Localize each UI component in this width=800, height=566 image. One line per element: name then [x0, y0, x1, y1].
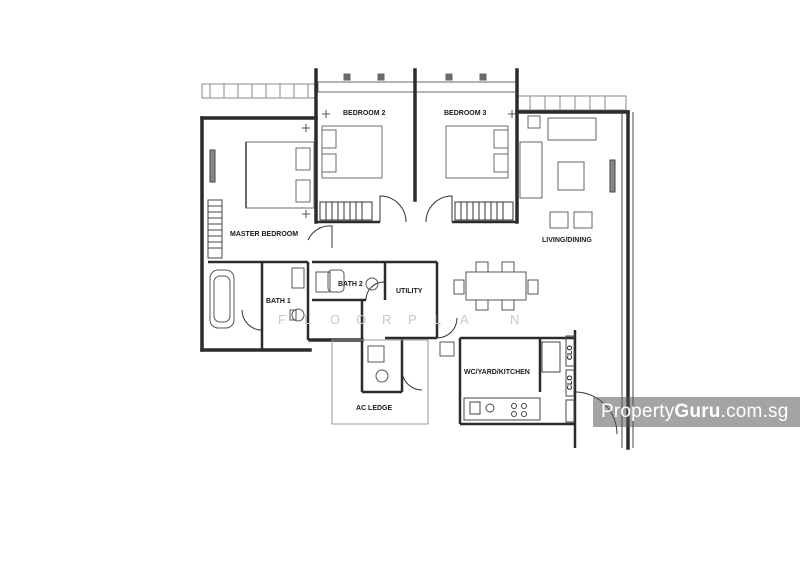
bedroom-3-wardrobe	[454, 201, 514, 221]
faint-letter: L	[304, 312, 311, 327]
room-label-living-dining: LIVING/DINING	[542, 237, 592, 244]
faint-letter: N	[510, 312, 519, 327]
bedroom-3-bed	[445, 125, 509, 179]
interior-walls	[208, 220, 577, 448]
bay-window-top	[317, 73, 517, 93]
watermark-part2: Guru	[674, 401, 721, 422]
living-furniture	[519, 115, 597, 229]
balcony-top-left	[201, 83, 318, 99]
room-label-bedroom-2: BEDROOM 2	[343, 110, 386, 117]
room-label-bath-2: BATH 2	[338, 281, 363, 288]
master-bed	[245, 141, 315, 209]
faint-letter: F	[278, 312, 286, 327]
room-label-clo-1: CLO	[567, 345, 574, 360]
faint-letter: L	[434, 312, 441, 327]
kitchen-fixtures	[463, 335, 575, 423]
faint-letter: P	[408, 312, 417, 327]
faint-letter: A	[460, 312, 469, 327]
bath-1-fixtures	[209, 267, 305, 329]
room-label-wc-yard-kitchen: WC/YARD/KITCHEN	[464, 369, 530, 376]
room-label-bedroom-3: BEDROOM 3	[444, 110, 487, 117]
dining-table	[453, 261, 539, 311]
master-wardrobe	[207, 199, 223, 259]
balcony-top-right	[517, 95, 627, 111]
doors	[241, 195, 618, 435]
room-label-ac-ledge: AC LEDGE	[356, 405, 393, 412]
faint-letter: O	[330, 312, 340, 327]
room-label-master-bedroom: MASTER BEDROOM	[230, 231, 298, 238]
watermark-part3: .com.sg	[720, 401, 789, 422]
wc-fixtures	[367, 341, 455, 383]
ac-ledge-outline	[331, 339, 429, 425]
faint-letter: O	[356, 312, 366, 327]
watermark-part1: Property	[601, 401, 675, 422]
bedroom-2-bed	[321, 125, 383, 179]
bath-2-fixtures	[315, 269, 379, 293]
room-label-clo-2: CLO	[567, 375, 574, 390]
right-window	[209, 112, 634, 448]
room-label-utility: UTILITY	[396, 288, 423, 295]
faint-letter: R	[382, 312, 391, 327]
plant-markers	[302, 110, 516, 218]
exterior-walls	[200, 68, 630, 450]
bedroom-2-wardrobe	[319, 201, 373, 221]
room-label-bath-1: BATH 1	[266, 298, 291, 305]
